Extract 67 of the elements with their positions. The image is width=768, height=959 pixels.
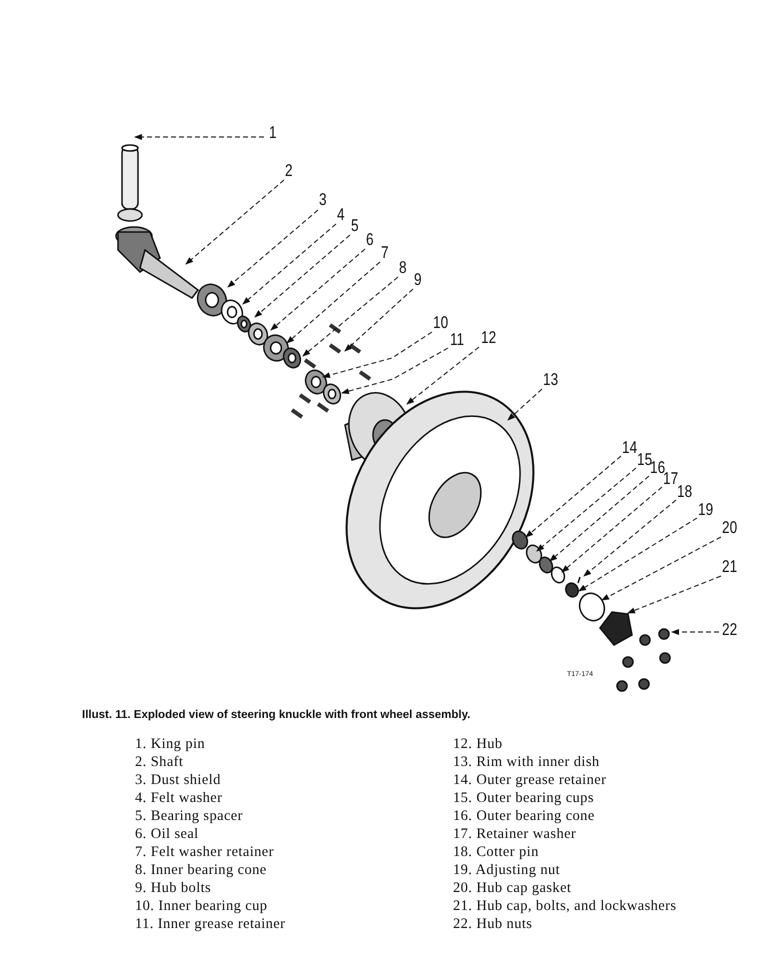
parts-list-item: 21. Hub cap, bolts, and lockwashers [453,898,676,915]
callout-number: 16 [650,459,666,477]
leader-line [561,486,662,573]
leader-line [406,346,480,405]
callout-number: 21 [722,558,738,576]
parts-list-item: 11. Inner grease retainer [135,916,286,933]
parts-list-item: 18. Cotter pin [453,844,539,861]
leader-line [344,288,414,352]
parts-list-item: 16. Outer bearing cone [453,808,595,825]
parts-list-item: 12. Hub [453,736,503,753]
leader-line [601,536,722,600]
leader-line [242,224,336,305]
parts-list-item: 15. Outer bearing cups [453,790,594,807]
callout-number: 12 [481,329,496,347]
callout-number: 18 [677,483,692,501]
figure-caption: Illust. 11. Exploded view of steering knuckle with front wheel assembly. [82,709,470,721]
callout-number: 10 [433,314,448,332]
leader-line [322,332,432,378]
callout-number: 22 [722,621,738,639]
parts-list-item: 19. Adjusting nut [453,862,560,879]
leader-line [578,518,698,592]
leader-line [627,576,722,614]
parts-list-item: 14. Outer grease retainer [453,772,606,789]
parts-list-item: 13. Rim with inner dish [453,754,600,771]
parts-list-item: 3. Dust shield [135,772,221,789]
parts-list-item: 2. Shaft [135,754,184,771]
callout-number: 8 [399,259,407,277]
leader-line [507,388,542,421]
leader-line [302,276,398,357]
callout-number: 7 [381,244,389,262]
leader-line [671,629,720,635]
leader-line [254,234,350,318]
parts-list-item: 5. Bearing spacer [135,808,243,825]
parts-list-item: 9. Hub bolts [135,880,212,897]
callout-number: 1 [269,124,277,142]
parts-list-item: 1. King pin [135,736,206,753]
callout-number: 3 [319,191,327,209]
parts-list-item: 8. Inner bearing cone [135,862,267,879]
callout-number: 15 [637,451,652,469]
callout-number: 6 [366,231,374,249]
callout-number: 14 [622,439,638,457]
parts-list-item: 6. Oil seal [135,826,199,843]
callout-number: 4 [337,206,345,224]
parts-list-item: 7. Felt washer retainer [135,844,274,861]
callout-number: 9 [414,271,422,289]
leader-line [583,500,676,577]
callout-number: 5 [351,217,359,235]
leader-line [134,134,264,140]
callout-number: 11 [450,331,464,349]
callout-number: 17 [663,470,678,488]
parts-list-item: 20. Hub cap gasket [453,880,572,897]
leader-line [185,180,284,265]
leader-line [286,262,380,344]
parts-list-item: 17. Retainer washer [453,826,576,843]
leader-line [549,476,650,562]
parts-list-item: 22. Hub nuts [453,916,532,933]
leader-line [227,210,318,288]
leader-line [341,348,448,394]
leader-line [270,248,366,331]
callout-number: 19 [698,501,714,519]
callout-number: 20 [722,519,738,537]
leader-line [525,456,622,538]
parts-list-item: 4. Felt washer [135,790,222,807]
leader-line [536,468,636,552]
callout-number: 2 [285,162,293,180]
parts-list-item: 10. Inner bearing cup [135,898,268,915]
callout-number: 13 [543,371,558,389]
